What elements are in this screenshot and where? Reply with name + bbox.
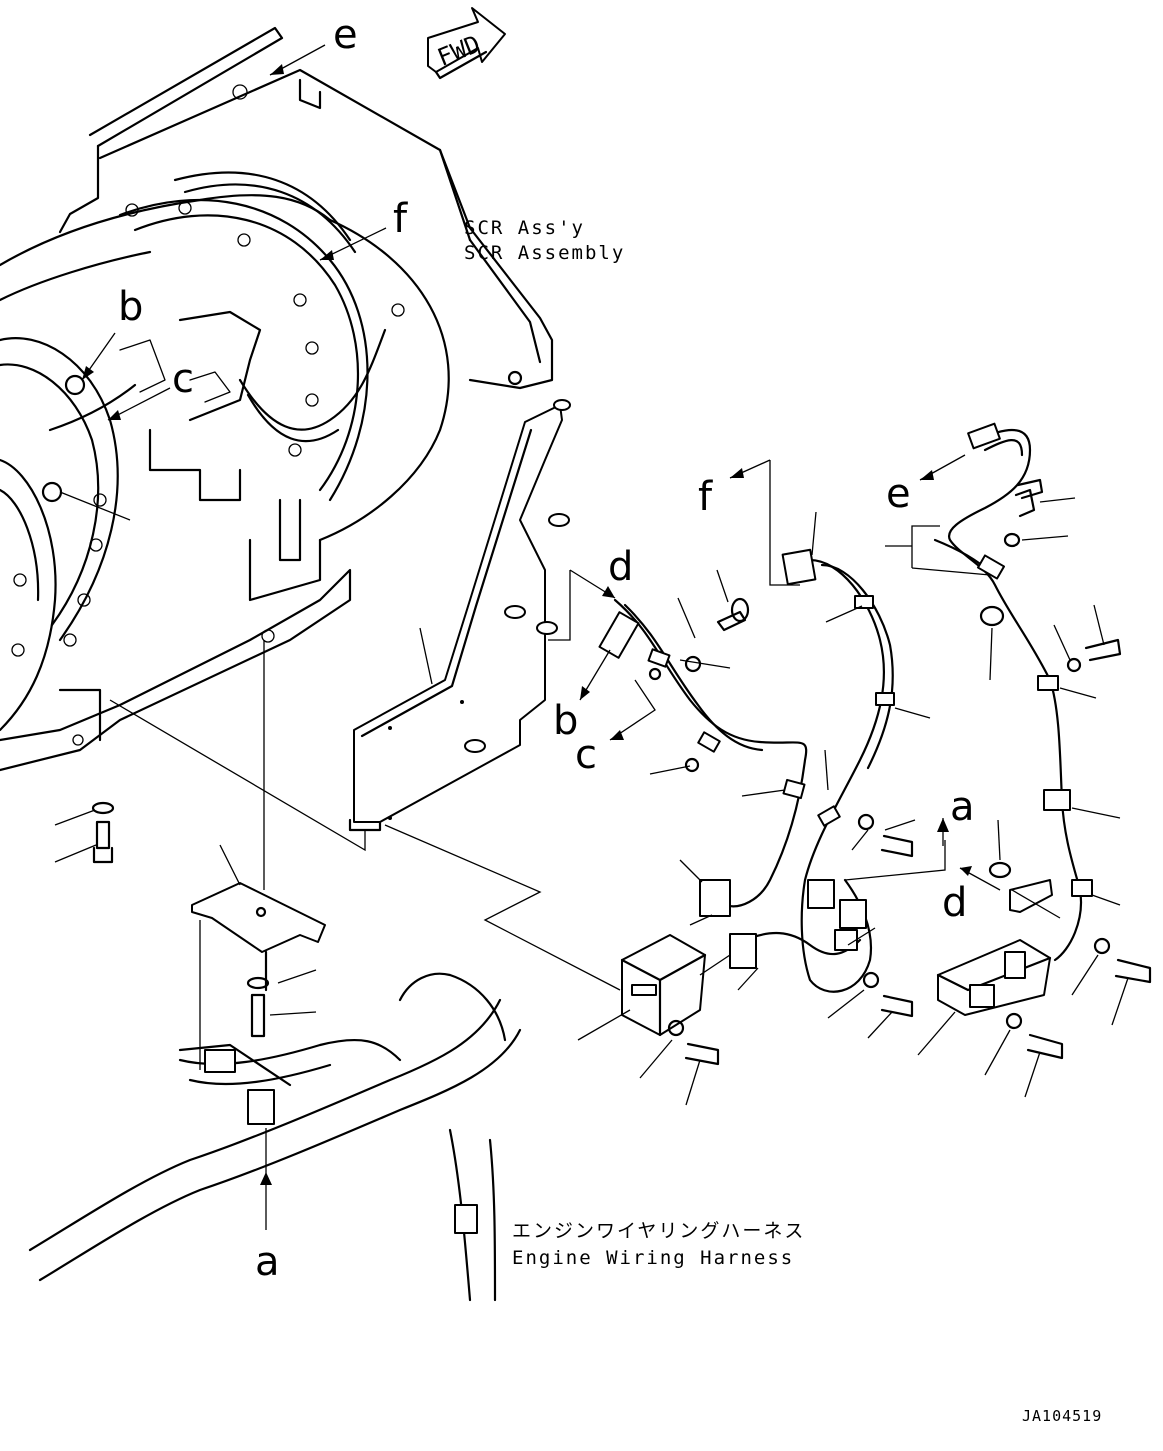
sensor-module bbox=[936, 939, 1052, 1016]
figure-id: JA104519 bbox=[1022, 1407, 1102, 1425]
connector-bracket bbox=[191, 844, 326, 1038]
callout-d-right: d bbox=[942, 880, 967, 926]
callout-b-left: b bbox=[118, 284, 143, 330]
callout-e-top: e bbox=[333, 12, 358, 58]
scr-assembly bbox=[0, 26, 554, 864]
leader-lines bbox=[54, 44, 1129, 1230]
flange-bolts bbox=[11, 84, 405, 657]
callout-d-center: d bbox=[608, 544, 633, 590]
sub-harness bbox=[598, 548, 914, 1066]
callout-c-left: c bbox=[172, 356, 194, 402]
callout-b-center: b bbox=[553, 698, 578, 744]
callout-letters: e f b c f e d b c a d a bbox=[118, 12, 975, 1285]
engine-wiring-harness bbox=[28, 972, 522, 1302]
callout-a-right: a bbox=[950, 784, 975, 830]
harness-label-en: Engine Wiring Harness bbox=[512, 1247, 794, 1269]
controller-unit bbox=[620, 934, 707, 1037]
scr-label-line1: SCR Ass'y bbox=[464, 217, 585, 239]
fwd-arrow: FWD bbox=[427, 7, 506, 80]
harness-label-jp: エンジンワイヤリングハーネス bbox=[512, 1220, 805, 1242]
callout-c-center: c bbox=[575, 732, 597, 778]
mounting-plate bbox=[348, 399, 571, 832]
callout-f-top: f bbox=[393, 196, 408, 242]
sensor-harness bbox=[933, 422, 1152, 1060]
callout-e-right: e bbox=[886, 471, 911, 517]
standoffs bbox=[464, 399, 571, 753]
scr-label-line2: SCR Assembly bbox=[464, 242, 625, 264]
callout-a-bottom: a bbox=[255, 1239, 280, 1285]
callout-f-right: f bbox=[698, 474, 713, 520]
